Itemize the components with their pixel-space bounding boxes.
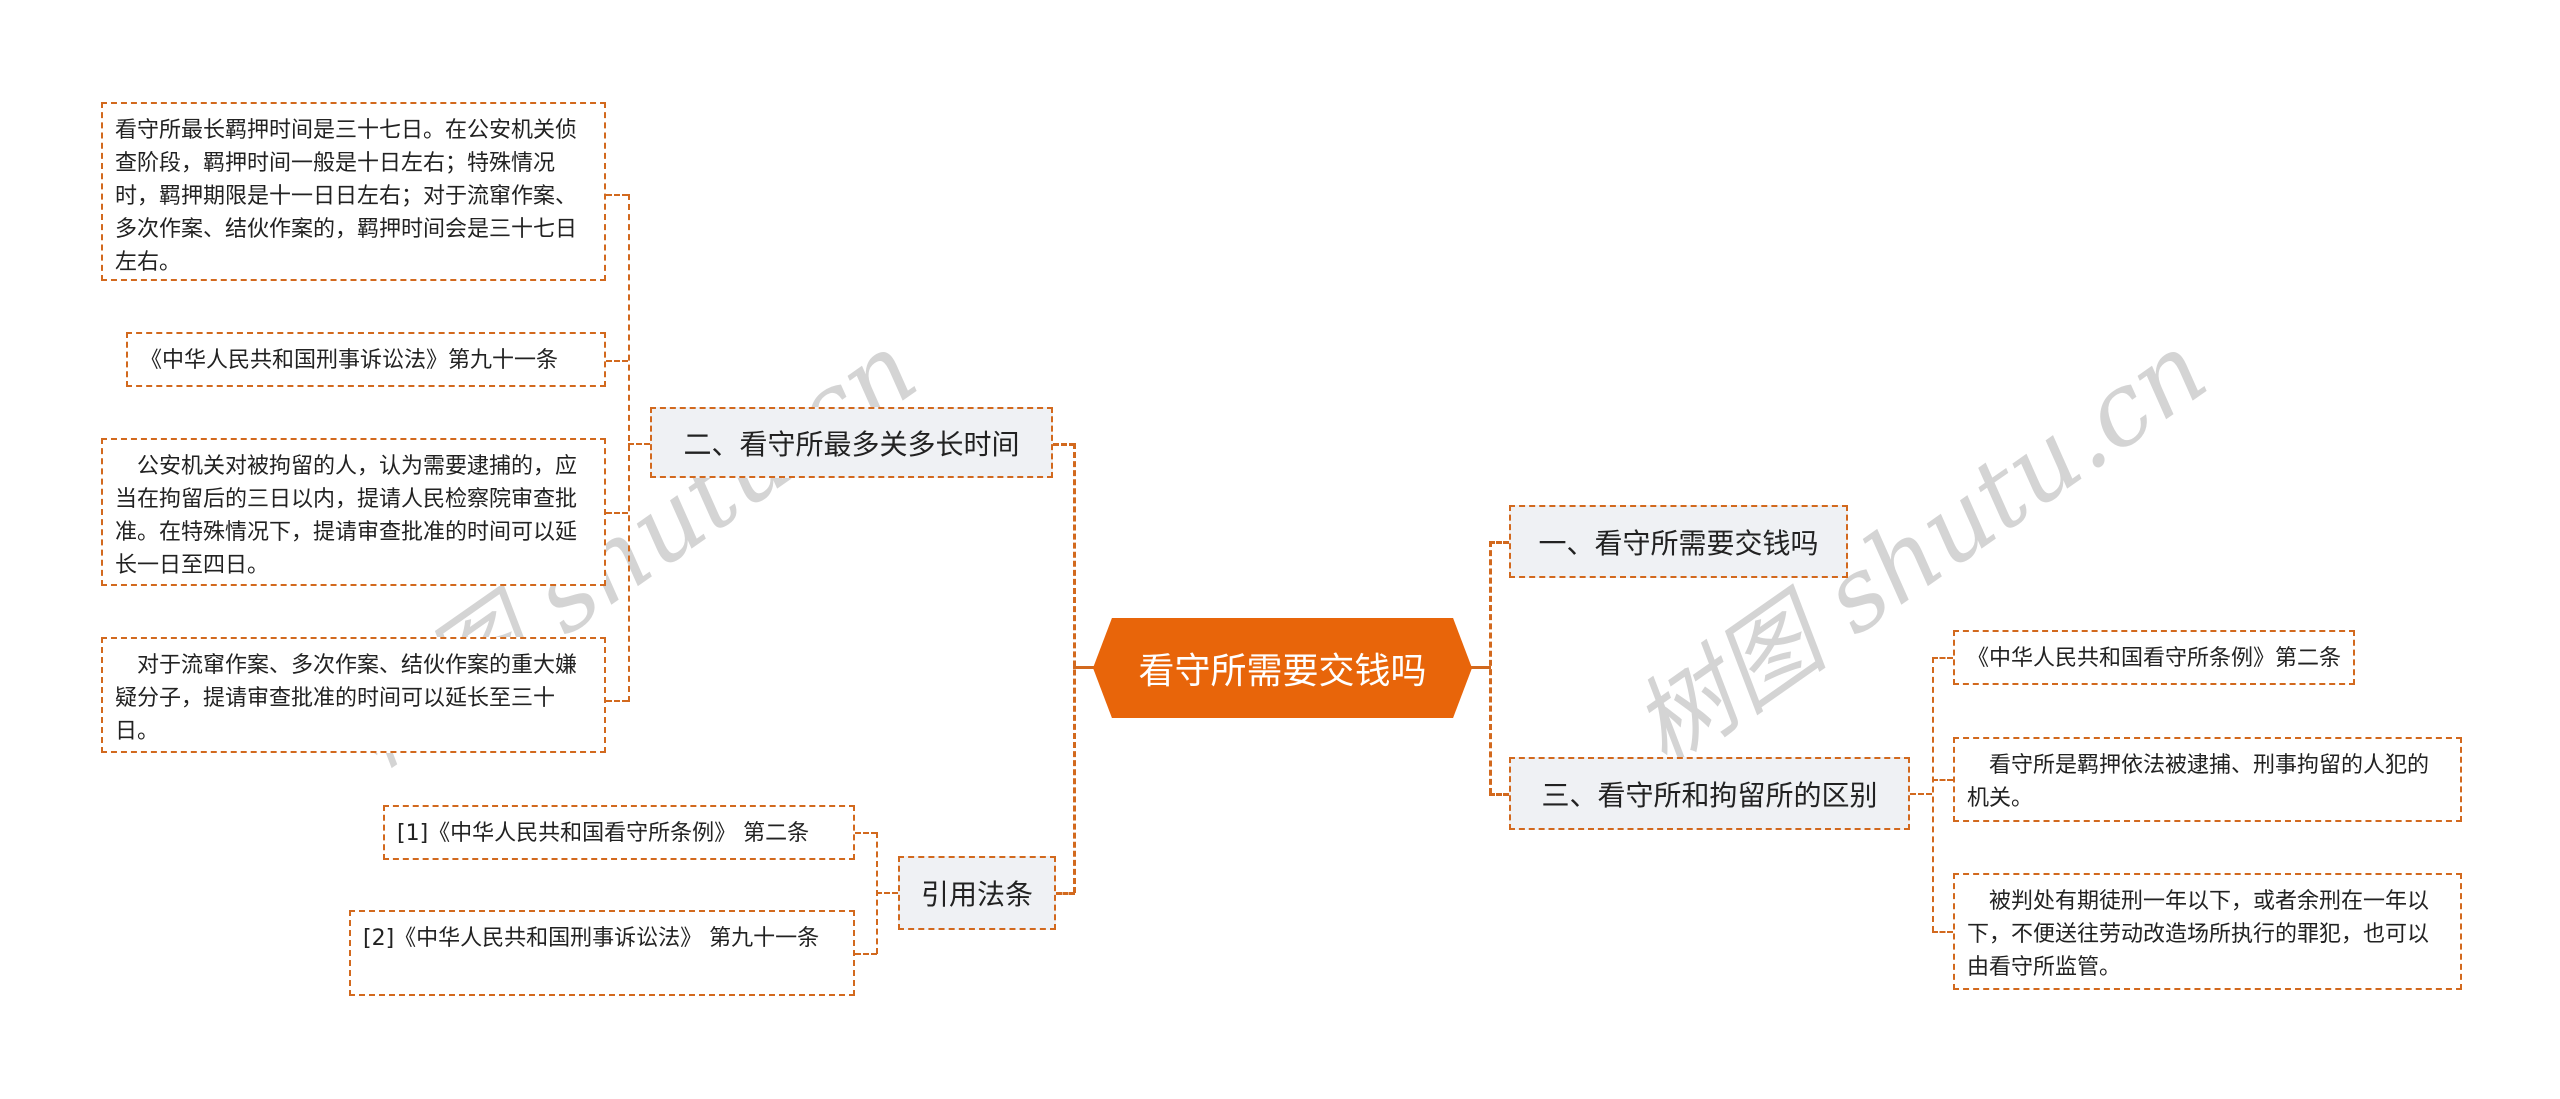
connector [855,832,877,834]
root-node-label: 看守所需要交钱吗 [1138,651,1427,692]
connector [1910,793,1932,795]
connector [1489,541,1509,544]
connector [606,700,628,702]
connector [606,360,628,362]
connector [628,443,650,445]
connector [1932,779,1953,781]
leaf-node[interactable]: 对于流窜作案、多次作案、结伙作案的重大嫌疑分子，提请审查批准的时间可以延长至三十… [101,637,606,753]
root-node[interactable]: 看守所需要交钱吗 [1093,618,1472,718]
leaf-node[interactable]: 《中华人民共和国刑事诉讼法》第九十一条 [126,332,606,387]
connector [1470,666,1491,669]
leaf-node[interactable]: 《中华人民共和国看守所条例》第二条 [1953,630,2355,685]
leaf-node[interactable]: 看守所是羁押依法被逮捕、刑事拘留的人犯的机关。 [1953,737,2462,822]
citation-item[interactable]: [2]《中华人民共和国刑事诉讼法》 第九十一条 [349,910,855,996]
citation-item[interactable]: [1]《中华人民共和国看守所条例》 第二条 [383,805,855,860]
leaf-node[interactable]: 被判处有期徒刑一年以下，或者余刑在一年以下，不便送往劳动改造场所执行的罪犯，也可… [1953,873,2462,990]
connector [855,953,877,955]
branch-node-citations[interactable]: 引用法条 [898,856,1056,930]
branch-node-difference[interactable]: 三、看守所和拘留所的区别 [1509,757,1910,830]
connector [876,892,898,894]
branch-label: 二、看守所最多关多长时间 [683,427,1020,461]
connector [606,512,628,514]
leaf-node[interactable]: 看守所最长羁押时间是三十七日。在公安机关侦查阶段，羁押时间一般是十日左右；特殊情… [101,102,606,281]
connector [1932,657,1953,659]
connector [1489,541,1492,794]
connector [1932,931,1953,933]
connector [1489,793,1509,796]
connector [1932,657,1934,932]
branch-node-duration[interactable]: 二、看守所最多关多长时间 [650,407,1053,478]
connector [606,194,628,196]
connector [1073,666,1095,669]
branch-label: 引用法条 [920,878,1033,911]
connector [628,194,630,702]
branch-label: 一、看守所需要交钱吗 [1538,526,1819,560]
leaf-node[interactable]: 公安机关对被拘留的人，认为需要逮捕的，应当在拘留后的三日以内，提请人民检察院审查… [101,438,606,586]
branch-label: 三、看守所和拘留所的区别 [1541,778,1878,812]
connector [1053,443,1075,446]
branch-node-fee[interactable]: 一、看守所需要交钱吗 [1509,505,1848,578]
connector [1073,443,1076,893]
connector [1056,892,1075,895]
